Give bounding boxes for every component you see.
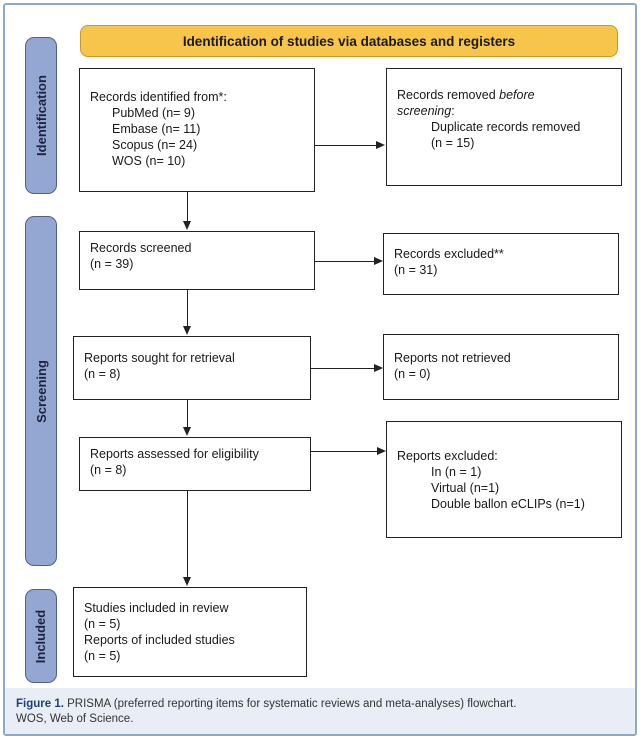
records-identified-box: Records identified from*: PubMed (n= 9) … <box>79 68 315 192</box>
phase-included: Included <box>25 589 57 683</box>
arrow-to-reports-not-retrieved <box>311 368 375 370</box>
arrowhead-reports-assessed <box>183 427 191 436</box>
phase-identification: Identification <box>25 37 57 194</box>
figure-label: Figure 1. <box>16 698 64 710</box>
arrowhead-records-removed <box>376 141 385 149</box>
caption-band <box>5 688 635 734</box>
arrow-to-reports-sought <box>187 290 189 327</box>
reports-not-retrieved-title: Reports not retrieved <box>394 351 511 365</box>
figure-caption-abbrev: WOS, Web of Science. <box>16 713 134 725</box>
records-removed-title: Records removed before <box>397 88 535 102</box>
records-excluded-box: Records excluded** (n = 31) <box>383 233 619 295</box>
studies-included-box: Studies included in review (n = 5) Repor… <box>73 587 307 677</box>
records-removed-title-cont: screening: <box>397 104 455 118</box>
reports-excluded-title: Reports excluded: <box>397 449 498 463</box>
arrowhead-records-screened <box>183 221 191 230</box>
arrowhead-reports-sought <box>183 326 191 335</box>
arrow-to-records-screened <box>187 192 189 222</box>
reports-assessed-box: Reports assessed for eligibility (n = 8) <box>79 437 311 491</box>
arrow-to-studies-included <box>187 491 189 578</box>
records-identified-title: Records identified from*: <box>90 90 227 104</box>
reports-not-retrieved-box: Reports not retrieved (n = 0) <box>383 334 619 400</box>
identification-header: Identification of studies via databases … <box>80 25 618 57</box>
reports-not-retrieved-count: (n = 0) <box>394 367 431 381</box>
arrow-to-reports-excluded <box>311 451 378 453</box>
arrowhead-reports-excluded <box>377 447 386 455</box>
records-excluded-count: (n = 31) <box>394 263 438 277</box>
reports-assessed-count: (n = 8) <box>90 463 127 477</box>
reports-excluded-virtual: Virtual (n=1) <box>431 481 500 495</box>
reports-included-title: Reports of included studies <box>84 633 235 647</box>
reports-assessed-title: Reports assessed for eligibility <box>90 447 259 461</box>
records-identified-pubmed: PubMed (n= 9) <box>112 106 196 120</box>
records-identified-wos: WOS (n= 10) <box>112 154 186 168</box>
arrow-to-reports-assessed <box>187 400 189 428</box>
records-identified-scopus: Scopus (n= 24) <box>112 138 198 152</box>
records-removed-count: (n = 15) <box>431 136 475 150</box>
phase-included-label: Included <box>33 609 49 663</box>
records-removed-duplicates: Duplicate records removed <box>431 120 581 134</box>
phase-identification-label: Identification <box>33 75 49 156</box>
arrow-to-records-excluded <box>315 261 375 263</box>
figure-caption-text: PRISMA (preferred reporting items for sy… <box>67 698 517 710</box>
arrowhead-reports-not-retrieved <box>374 364 383 372</box>
reports-sought-title: Reports sought for retrieval <box>84 351 235 365</box>
arrow-to-records-removed <box>315 145 377 147</box>
records-excluded-title: Records excluded** <box>394 247 504 261</box>
reports-sought-count: (n = 8) <box>84 367 121 381</box>
studies-included-title: Studies included in review <box>84 601 229 615</box>
records-screened-count: (n = 39) <box>90 257 134 271</box>
records-identified-embase: Embase (n= 11) <box>112 122 201 136</box>
reports-excluded-double-ballon: Double ballon eCLIPs (n=1) <box>431 497 585 511</box>
reports-excluded-in: In (n = 1) <box>431 465 482 479</box>
phase-screening-label: Screening <box>33 359 49 423</box>
studies-included-count: (n = 5) <box>84 617 121 631</box>
reports-excluded-box: Reports excluded: In (n = 1) Virtual (n=… <box>386 421 622 538</box>
arrowhead-studies-included <box>183 577 191 586</box>
arrowhead-records-excluded <box>374 257 383 265</box>
reports-sought-box: Reports sought for retrieval (n = 8) <box>73 336 311 400</box>
records-screened-title: Records screened <box>90 241 192 255</box>
reports-included-count: (n = 5) <box>84 649 121 663</box>
records-removed-box: Records removed before screening: Duplic… <box>386 68 622 186</box>
records-screened-box: Records screened (n = 39) <box>79 231 315 290</box>
figure-caption: Figure 1. PRISMA (preferred reporting it… <box>16 697 626 727</box>
identification-header-text: Identification of studies via databases … <box>182 33 516 49</box>
phase-screening: Screening <box>25 216 57 566</box>
